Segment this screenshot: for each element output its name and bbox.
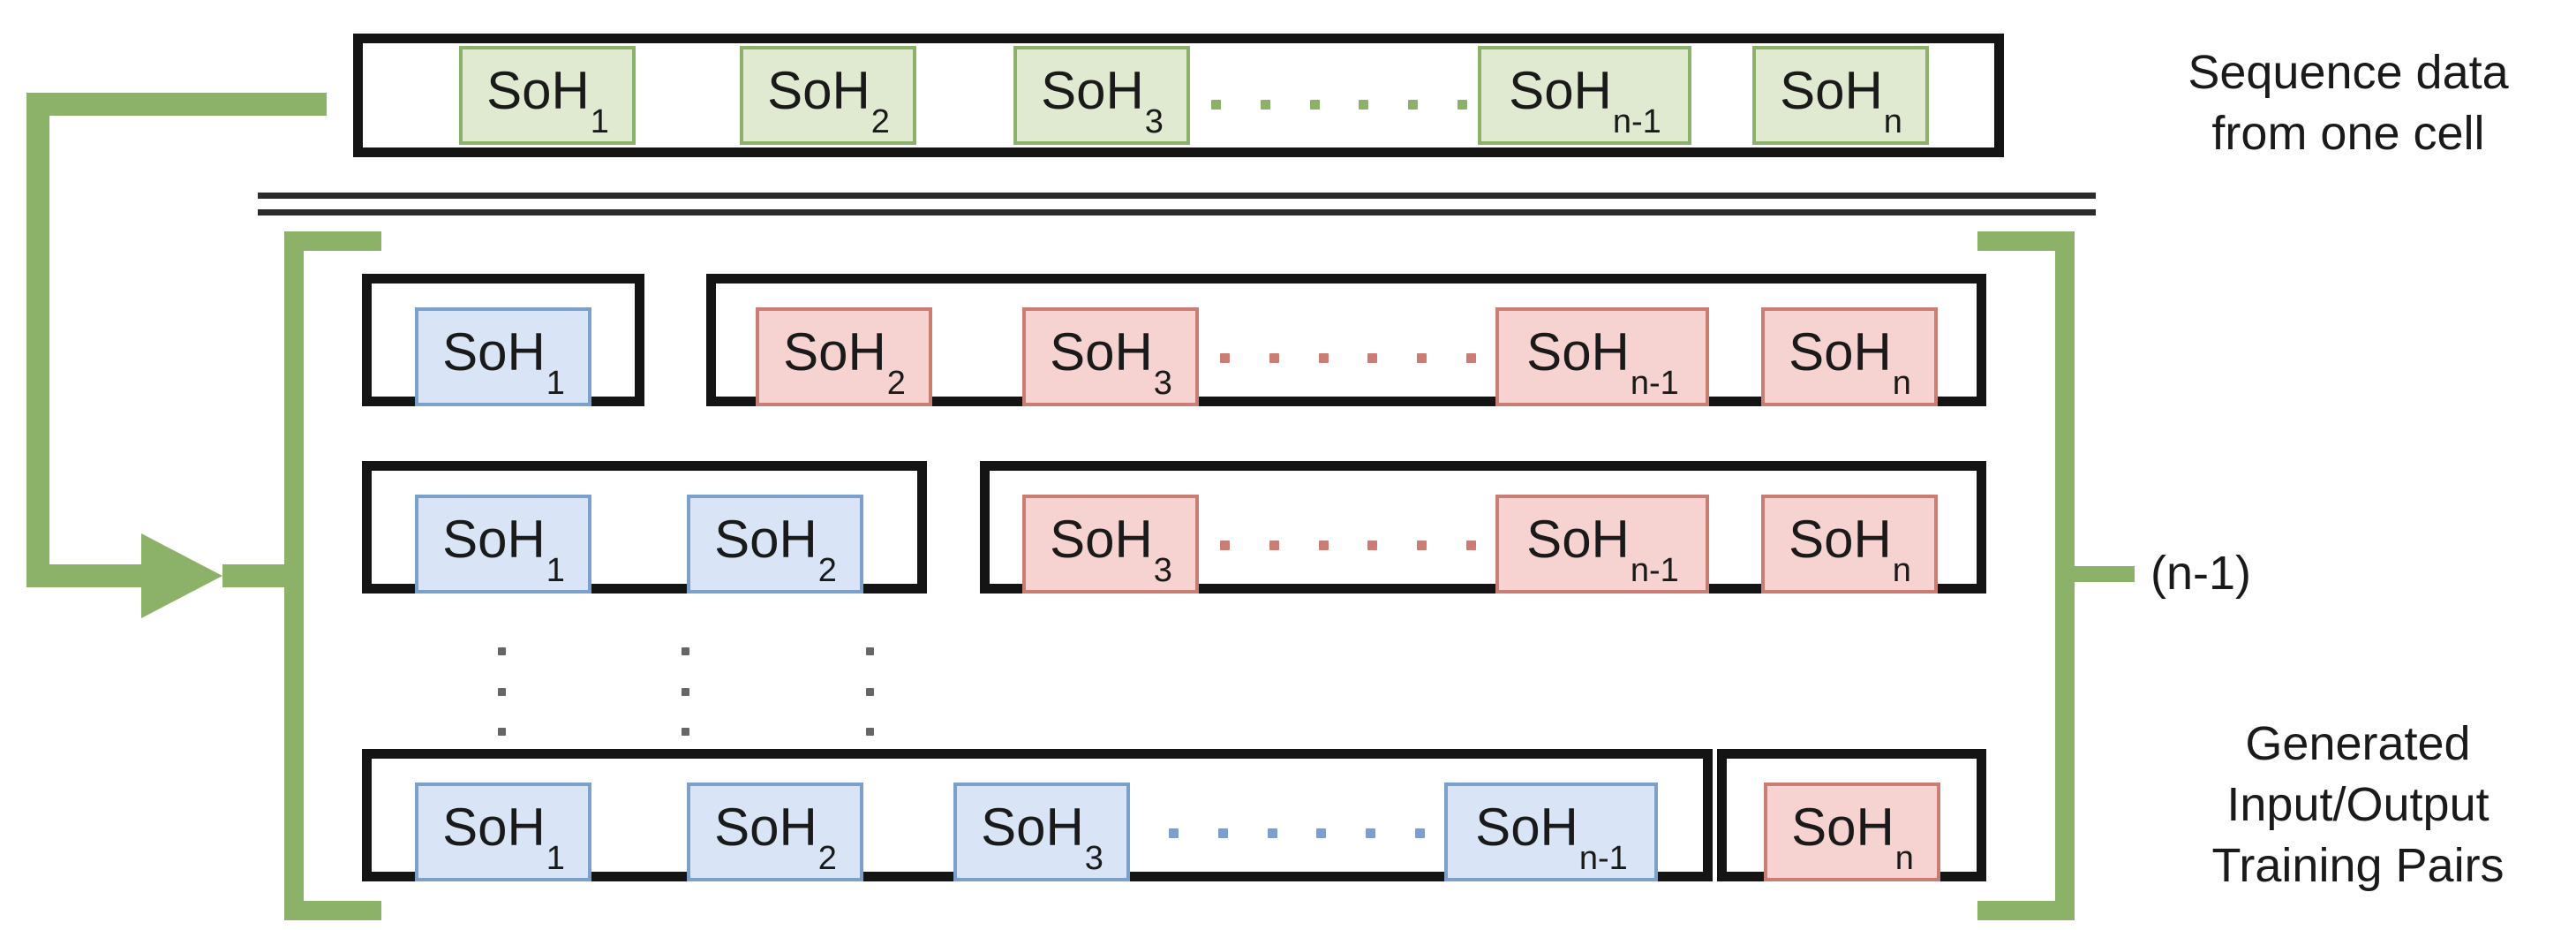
separator-rule-lower bbox=[258, 209, 2096, 215]
pair-row-2-input-cell-2-label: SoH2 bbox=[714, 510, 837, 589]
source-cell-1-label: SoH1 bbox=[486, 61, 609, 140]
green-feed-vertical-segment bbox=[26, 93, 49, 587]
source-cell-n: SoHn bbox=[1752, 46, 1929, 145]
pair-row-2-input-cell-1: SoH1 bbox=[415, 495, 591, 594]
pair-row-3-output-cell-1: SoHn bbox=[1764, 783, 1940, 881]
generated-pairs-label: Generated Input/Output Training Pairs bbox=[2211, 717, 2504, 893]
pair-row-3-input-cell-2: SoH2 bbox=[687, 783, 863, 881]
pair-row-2-output-cell-3: SoHn bbox=[1761, 495, 1938, 594]
pair-row-3-input-cell-1-label: SoH1 bbox=[442, 798, 565, 877]
pair-row-2-output-cell-2-label: SoHn-1 bbox=[1526, 510, 1679, 589]
pair-row-1-output-cell-4: SoHn bbox=[1761, 307, 1938, 406]
pair-row-2-output-cell-1: SoH3 bbox=[1022, 495, 1199, 594]
source-cell-n-minus-1-label: SoHn-1 bbox=[1509, 61, 1661, 140]
pair-row-1-output-cell-2-label: SoH3 bbox=[1050, 322, 1172, 402]
vertical-ellipsis-icon-3 bbox=[866, 647, 874, 736]
pair-row-3-input-cell-4-label: SoHn-1 bbox=[1475, 798, 1628, 877]
pair-row-1-input-cell-1-label: SoH1 bbox=[442, 322, 565, 402]
pair-row-1-ellipsis-icon bbox=[1220, 353, 1476, 363]
pair-row-2-output-cell-3-label: SoHn bbox=[1789, 510, 1911, 589]
pairs-left-green-bracket-bottom bbox=[284, 901, 381, 920]
pair-row-1-output-cell-1: SoH2 bbox=[756, 307, 932, 406]
pairs-right-green-bracket-top bbox=[1977, 231, 2075, 251]
pair-row-1-output-cell-2: SoH3 bbox=[1022, 307, 1199, 406]
green-arrowhead-icon bbox=[141, 533, 222, 618]
pair-row-2-input-cell-1-label: SoH1 bbox=[442, 510, 565, 589]
source-cell-2: SoH2 bbox=[740, 46, 916, 145]
sequence-data-label: Sequence data from one cell bbox=[2188, 46, 2509, 161]
vertical-ellipsis-icon-1 bbox=[498, 647, 506, 736]
source-cell-3: SoH3 bbox=[1013, 46, 1190, 145]
pairs-count-label: (n-1) bbox=[2150, 547, 2252, 600]
pair-row-1-output-cell-4-label: SoHn bbox=[1789, 322, 1911, 402]
source-cell-3-label: SoH3 bbox=[1041, 61, 1164, 140]
pair-row-2-output-cell-1-label: SoH3 bbox=[1050, 510, 1172, 589]
source-row-ellipsis-icon bbox=[1211, 100, 1467, 110]
pair-row-3-input-cell-3-label: SoH3 bbox=[981, 798, 1103, 877]
green-feed-bottom-segment bbox=[26, 564, 150, 587]
pairs-left-green-bracket-stem bbox=[284, 231, 304, 920]
pair-row-3-input-cell-2-label: SoH2 bbox=[714, 798, 837, 877]
pairs-count-tick bbox=[2075, 566, 2135, 582]
pairs-right-green-bracket-bottom bbox=[1977, 901, 2075, 920]
pair-row-1-output-cell-3-label: SoHn-1 bbox=[1526, 322, 1679, 402]
pair-row-3-ellipsis-icon bbox=[1169, 828, 1425, 838]
separator-rule-upper bbox=[258, 193, 2096, 199]
source-cell-n-label: SoHn bbox=[1780, 61, 1902, 140]
pairs-right-green-bracket-stem bbox=[2055, 231, 2075, 920]
source-cell-2-label: SoH2 bbox=[767, 61, 890, 140]
green-feed-top-segment bbox=[26, 93, 327, 116]
pair-row-3-input-cell-4: SoHn-1 bbox=[1444, 783, 1658, 881]
green-arrow-tick-connector bbox=[222, 564, 289, 587]
pair-row-1-output-cell-1-label: SoH2 bbox=[783, 322, 906, 402]
pair-row-2-ellipsis-icon bbox=[1220, 541, 1476, 550]
pairs-left-green-bracket-top bbox=[284, 231, 381, 251]
pair-row-1-input-cell-1: SoH1 bbox=[415, 307, 591, 406]
pair-row-2-input-cell-2: SoH2 bbox=[687, 495, 863, 594]
pair-row-2-output-cell-2: SoHn-1 bbox=[1495, 495, 1709, 594]
pair-row-3-input-cell-1: SoH1 bbox=[415, 783, 591, 881]
pair-row-3-output-cell-1-label: SoHn bbox=[1791, 798, 1914, 877]
vertical-ellipsis-icon-2 bbox=[682, 647, 689, 736]
source-cell-1: SoH1 bbox=[459, 46, 636, 145]
pair-row-3-input-cell-3: SoH3 bbox=[953, 783, 1130, 881]
pair-row-1-output-cell-3: SoHn-1 bbox=[1495, 307, 1709, 406]
source-cell-n-minus-1: SoHn-1 bbox=[1478, 46, 1691, 145]
